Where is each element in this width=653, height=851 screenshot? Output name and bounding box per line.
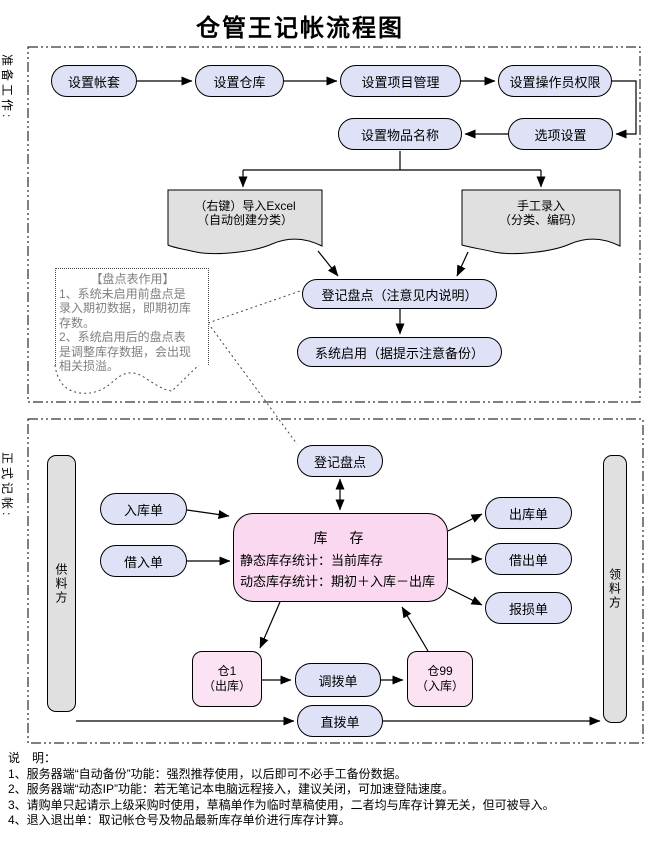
stocktake-note-line: 2、系统启用后的盘点表	[59, 330, 186, 344]
warehouse-99-line2: （入库）	[415, 679, 464, 693]
node-warehouse-99: 仓99 （入库）	[407, 651, 473, 707]
doc-import-excel: （右键）导入Excel （自动创建分类）	[168, 199, 322, 227]
node-system-enable: 系统启用（据提示注意备份）	[297, 337, 502, 367]
node-setup-account-set: 设置帐套	[51, 65, 137, 97]
doc-manual-entry: 手工录入 （分类、编码）	[462, 199, 620, 227]
stock-dynamic-line: 动态库存统计：期初＋入库－出库	[240, 574, 436, 589]
stocktake-note-line: 存数。	[59, 315, 96, 330]
node-setup-operator-rights: 设置操作员权限	[498, 65, 612, 97]
footnote-line: 2、服务器端“动态IP”功能：若无笔记本电脑远程接入，建议关闭，可加速登陆速度。	[8, 782, 455, 796]
formal-section-label: 正式记帐:	[0, 452, 14, 519]
warehouse-1-line2: （出库）	[202, 679, 251, 693]
page-title: 仓管王记帐流程图	[196, 16, 404, 42]
node-borrow-out-order: 借出单	[485, 543, 572, 575]
footnote-line: 3、请购单只起请示上级采购时使用，草稿单作为临时草稿使用，二者均与库存计算无关，…	[8, 797, 555, 812]
stock-box: 库 存 静态库存统计：当前库存 动态库存统计：期初＋入库－出库	[233, 513, 448, 602]
doc-manual-entry-line1: 手工录入	[516, 199, 565, 213]
node-direct-order: 直拨单	[297, 705, 383, 737]
node-damage-order: 报损单	[485, 592, 572, 624]
footnotes-heading: 说 明：	[8, 751, 57, 765]
receiver-bar: 领料方	[603, 455, 627, 723]
supplier-bar: 供料方	[47, 455, 76, 712]
stocktake-note-line: 是调整库存数据，会出现	[59, 344, 192, 359]
node-outbound-order: 出库单	[485, 497, 572, 529]
node-option-settings: 选项设置	[508, 118, 613, 150]
note-callout-upper	[207, 290, 301, 324]
node-setup-item-names: 设置物品名称	[338, 118, 462, 150]
stock-box-title: 库 存	[313, 530, 368, 546]
footnote-line: 4、退入退出单：取记帐仓号及物品最新库存单价进行库存计算。	[8, 813, 351, 827]
node-borrow-in-order: 借入单	[100, 545, 187, 577]
receiver-bar-label: 领料方	[607, 568, 622, 610]
stocktake-note-line: 录入期初数据，即期初库	[59, 301, 192, 315]
stocktake-note-line: 相关损溢。	[59, 359, 120, 373]
prep-section-label: 准备工作:	[0, 54, 14, 121]
doc-manual-entry-line2: （分类、编码）	[498, 213, 583, 227]
stocktake-note-line: 1、系统未启用前盘点是	[59, 286, 186, 301]
warehouse-1-line1: 仓1	[217, 664, 237, 678]
node-warehouse-1: 仓1 （出库）	[192, 651, 262, 707]
doc-import-excel-line2: （自动创建分类）	[196, 213, 293, 227]
footnotes: 说 明： 1、服务器端“自动备份”功能：强烈推荐使用，以后即可不必手工备份数据。…	[8, 751, 653, 829]
node-register-stocktake: 登记盘点	[297, 445, 383, 477]
node-register-stocktake-note: 登记盘点（注意见内说明）	[302, 279, 497, 309]
supplier-bar-label: 供料方	[54, 562, 68, 605]
footnote-line: 1、服务器端“自动备份”功能：强烈推荐使用，以后即可不必手工备份数据。	[8, 766, 407, 781]
stocktake-note-box: 【盘点表作用】 1、系统未启用前盘点是 录入期初数据，即期初库 存数。 2、系统…	[55, 268, 209, 373]
doc-import-excel-line1: （右键）导入Excel	[194, 199, 296, 213]
node-setup-project-mgmt: 设置项目管理	[340, 65, 461, 97]
stocktake-note-title: 【盘点表作用】	[90, 272, 175, 286]
warehouse-99-line1: 仓99	[427, 664, 453, 678]
note-callout-lower	[207, 322, 298, 445]
node-transfer-order: 调拨单	[295, 663, 381, 697]
node-inbound-order: 入库单	[100, 493, 187, 525]
node-setup-warehouse: 设置仓库	[195, 65, 284, 97]
stock-static-line: 静态库存统计：当前库存	[240, 553, 384, 568]
